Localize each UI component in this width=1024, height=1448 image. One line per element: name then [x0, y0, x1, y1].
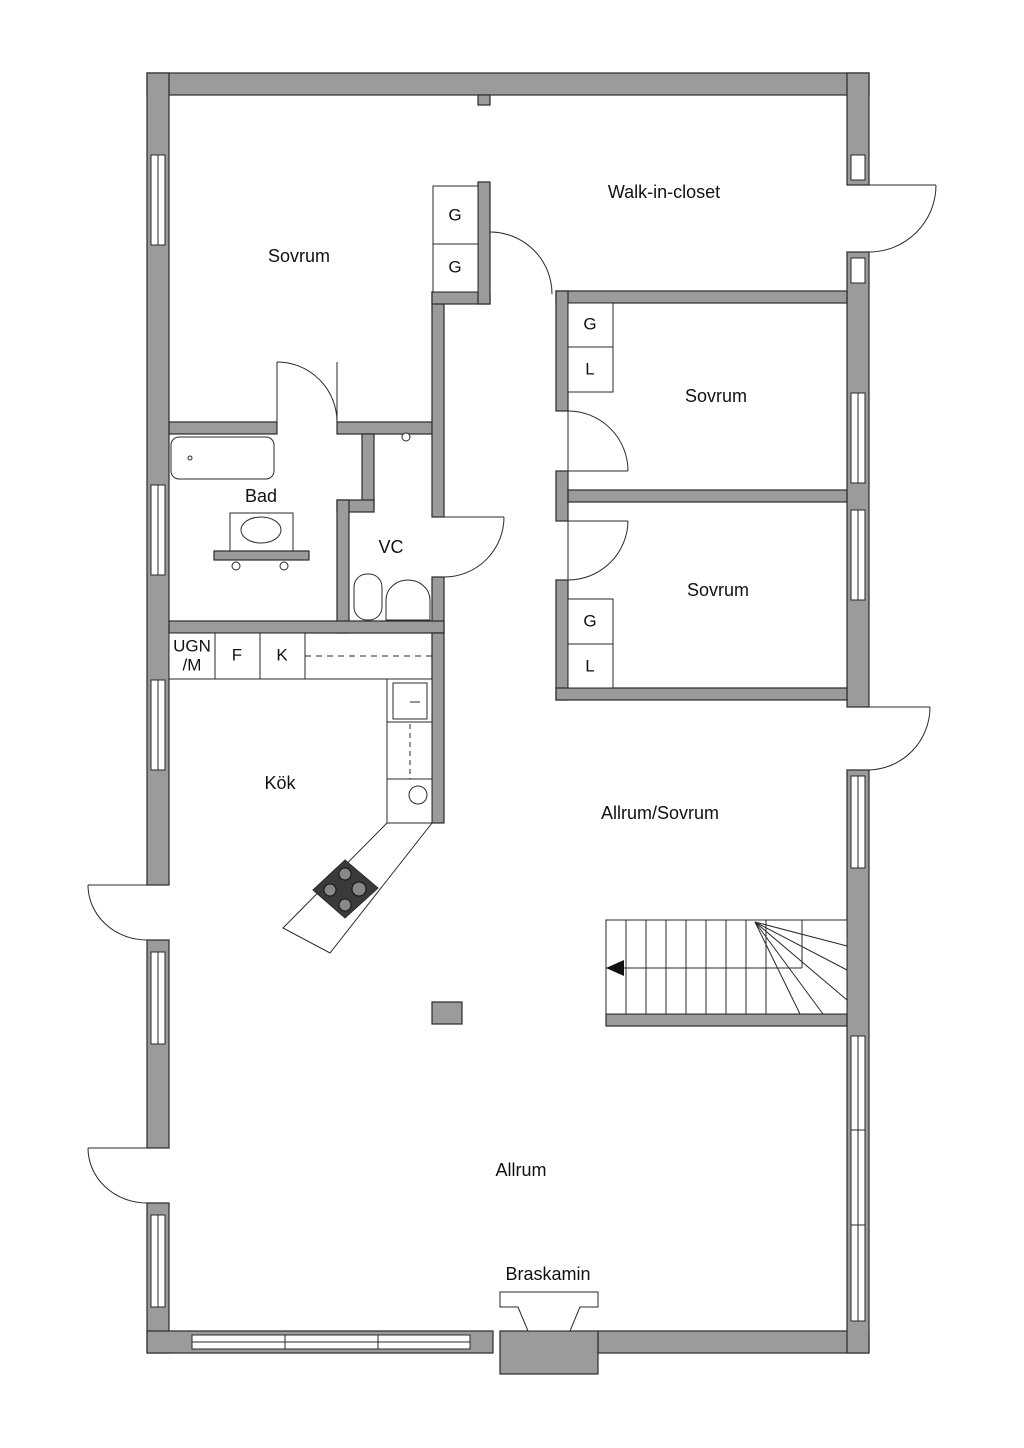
- windows: [150, 154, 866, 1350]
- room-label-kok: Kök: [264, 773, 296, 793]
- fireplace: [499, 1291, 599, 1375]
- appliance-ugn-line1: UGN: [173, 636, 211, 655]
- exterior-doors: [87, 184, 937, 1204]
- interior-doors: [276, 231, 629, 581]
- stairs: [605, 919, 848, 1015]
- kitchen-sink-icon: [392, 682, 428, 720]
- wardrobes: G G G L G L: [432, 185, 614, 689]
- stair-arrow-icon: [606, 960, 624, 976]
- appliance-k: K: [276, 645, 288, 664]
- bathtub-icon: [170, 436, 275, 480]
- kitchen-fixtures: UGN /M F K: [168, 632, 434, 954]
- room-label-sovrum-main: Sovrum: [268, 246, 330, 266]
- room-label-sovrum-3: Sovrum: [687, 580, 749, 600]
- bathroom-fixtures: [170, 432, 431, 621]
- wardrobe-g-3: G: [583, 314, 596, 333]
- appliance-ugn-line2: /M: [183, 655, 202, 674]
- column: [431, 1001, 463, 1025]
- wardrobe-g-2: G: [448, 257, 461, 276]
- room-label-allrum: Allrum: [495, 1160, 546, 1180]
- room-label-bad: Bad: [245, 486, 277, 506]
- room-label-walk-in-closet: Walk-in-closet: [608, 182, 720, 202]
- wc-sink-icon: [385, 579, 431, 621]
- interior-walls: [168, 181, 848, 1027]
- wardrobe-l-2: L: [585, 656, 594, 675]
- room-label-allrum-sovrum: Allrum/Sovrum: [601, 803, 719, 823]
- wardrobe-g-1: G: [448, 205, 461, 224]
- stove-icon: [312, 859, 379, 919]
- room-label-braskamin: Braskamin: [505, 1264, 590, 1284]
- room-label-sovrum-2: Sovrum: [685, 386, 747, 406]
- appliance-f: F: [232, 645, 242, 664]
- wardrobe-l-1: L: [585, 359, 594, 378]
- toilet-icon: [353, 573, 383, 621]
- dishwasher-icon: [408, 785, 428, 805]
- wardrobe-g-4: G: [583, 611, 596, 630]
- room-label-vc: VC: [378, 537, 403, 557]
